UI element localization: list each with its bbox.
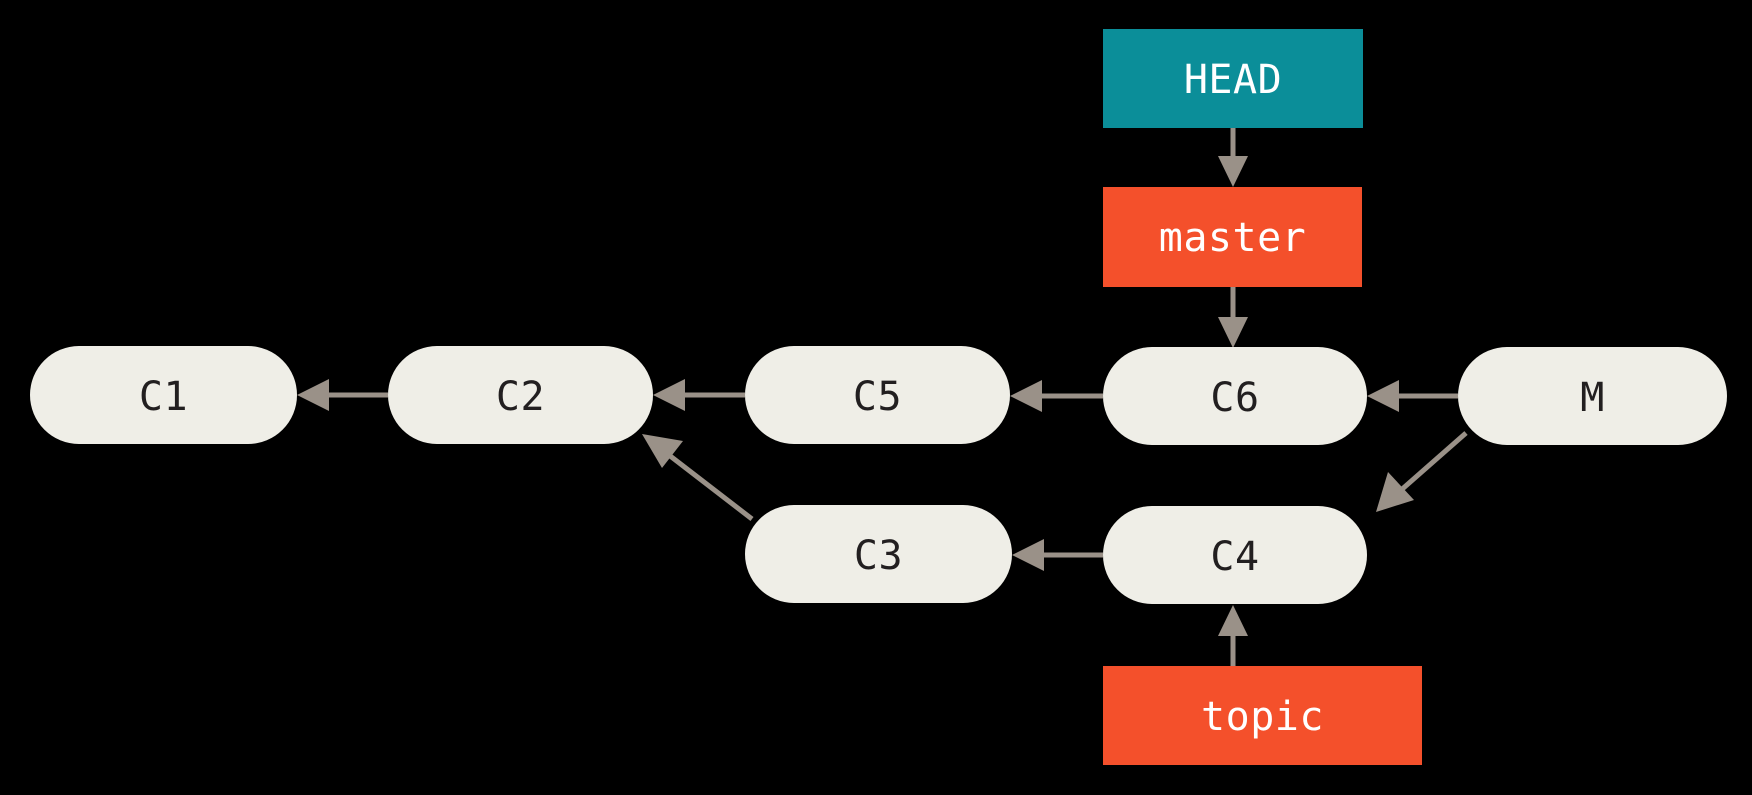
ref-box-head-shape[interactable] <box>1103 29 1363 128</box>
commit-node-m[interactable]: M <box>1458 347 1727 445</box>
commit-node-c3-label: C3 <box>854 533 903 579</box>
commit-node-c1-shape[interactable] <box>30 346 297 444</box>
commit-node-c4-label: C4 <box>1210 534 1259 580</box>
edge-head-to-master <box>1218 128 1248 187</box>
edge-layer <box>297 128 1468 666</box>
edge-c4-to-c3 <box>1012 539 1103 571</box>
commit-node-c3[interactable]: C3 <box>745 505 1012 603</box>
edge-master-to-c6-arrowhead <box>1218 317 1248 348</box>
ref-box-topic[interactable]: topic <box>1103 666 1422 765</box>
edge-c4-to-c3-arrowhead <box>1012 539 1044 571</box>
commit-node-m-shape[interactable] <box>1458 347 1727 445</box>
edge-topic-to-c4 <box>1218 605 1248 666</box>
edge-c3-to-c2-line <box>663 450 754 521</box>
edge-c3-to-c2-arrowhead <box>642 434 683 468</box>
commit-node-c5-label: C5 <box>853 374 902 420</box>
edge-topic-to-c4-arrowhead <box>1218 605 1248 636</box>
commit-node-c6-shape[interactable] <box>1103 347 1367 445</box>
ref-box-master[interactable]: master <box>1103 187 1362 287</box>
commit-node-c2-label: C2 <box>496 374 545 420</box>
ref-box-topic-label: topic <box>1201 694 1324 740</box>
commit-node-c1-label: C1 <box>139 374 188 420</box>
commit-node-c4-shape[interactable] <box>1103 506 1367 604</box>
edge-c2-to-c1 <box>297 379 388 411</box>
commit-layer: C1 C2 C5 C6 M C3 <box>30 346 1727 604</box>
commit-node-c5-shape[interactable] <box>745 346 1010 444</box>
edge-m-to-c6 <box>1367 380 1458 412</box>
commit-node-c4[interactable]: C4 <box>1103 506 1367 604</box>
edge-head-to-master-arrowhead <box>1218 156 1248 187</box>
ref-layer: HEAD master topic <box>1103 29 1422 765</box>
commit-node-c1[interactable]: C1 <box>30 346 297 444</box>
ref-box-master-label: master <box>1159 215 1307 261</box>
edge-m-to-c6-arrowhead <box>1367 380 1399 412</box>
commit-node-c2[interactable]: C2 <box>388 346 653 444</box>
commit-node-c6-label: C6 <box>1210 375 1259 421</box>
commit-node-c6[interactable]: C6 <box>1103 347 1367 445</box>
edge-master-to-c6 <box>1218 287 1248 348</box>
commit-node-c5[interactable]: C5 <box>745 346 1010 444</box>
ref-box-head[interactable]: HEAD <box>1103 29 1363 128</box>
commit-node-m-label: M <box>1580 375 1605 421</box>
edge-c2-to-c1-arrowhead <box>297 379 329 411</box>
edge-c5-to-c2 <box>653 379 745 411</box>
edge-c6-to-c5 <box>1010 380 1103 412</box>
commit-node-c2-shape[interactable] <box>388 346 653 444</box>
ref-box-head-label: HEAD <box>1184 57 1282 103</box>
ref-box-topic-shape[interactable] <box>1103 666 1422 765</box>
edge-m-to-c4 <box>1376 431 1468 512</box>
edge-c5-to-c2-arrowhead <box>653 379 685 411</box>
edge-c3-to-c2 <box>642 434 754 521</box>
ref-box-master-shape[interactable] <box>1103 187 1362 287</box>
edge-c6-to-c5-arrowhead <box>1010 380 1042 412</box>
edge-m-to-c4-arrowhead <box>1376 472 1414 512</box>
commit-node-c3-shape[interactable] <box>745 505 1012 603</box>
edge-m-to-c4-line <box>1398 431 1468 493</box>
